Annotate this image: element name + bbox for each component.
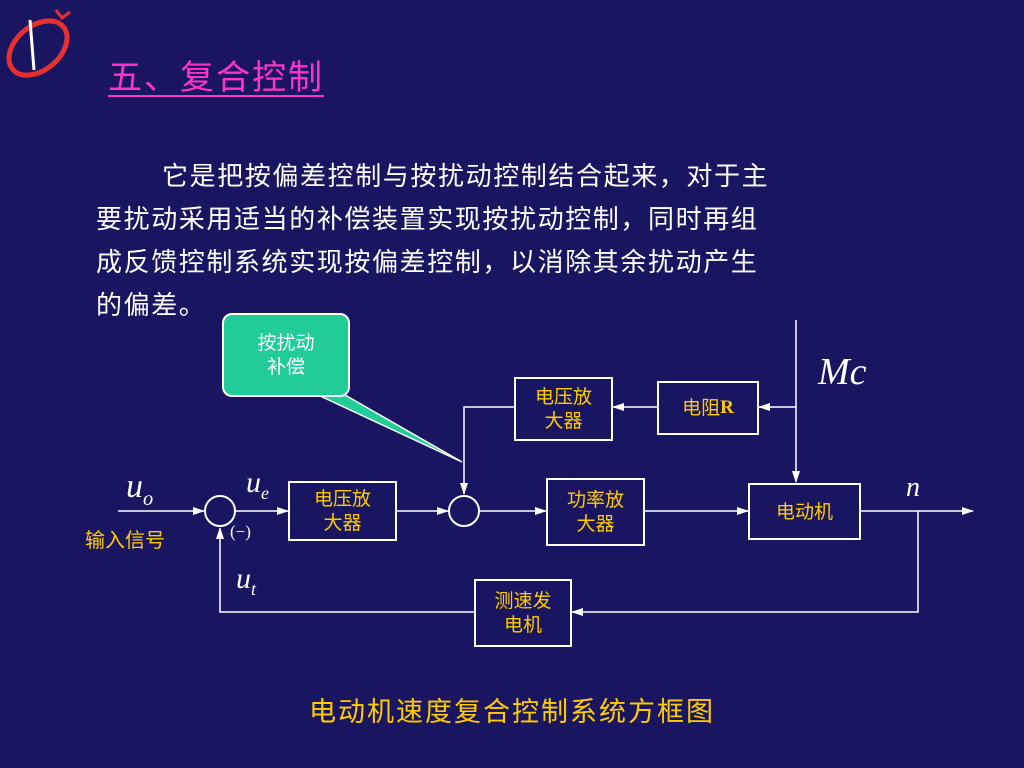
input-signal-symbol: uo (126, 468, 154, 510)
disturbance-symbol: Mc (818, 351, 867, 393)
paragraph-line-1: 它是把按偏差控制与按扰动控制结合起来，对于主 (162, 162, 770, 192)
feedforward-junction (448, 495, 480, 527)
paragraph-line-3: 成反馈控制系统实现按偏差控制，以消除其余扰动产生 (96, 248, 759, 278)
feedback-sign: (−) (230, 522, 251, 541)
motor-block: 电动机 (748, 483, 861, 540)
slide-title: 五、复合控制 (108, 58, 324, 98)
input-signal-label: 输入信号 (85, 528, 165, 552)
feedforward-line (460, 406, 514, 495)
error-signal-symbol: ue (246, 466, 269, 503)
output-to-tacho-line (571, 511, 919, 616)
paragraph-line-2: 要扰动采用适当的补偿装置实现按扰动控制，同时再组 (96, 205, 759, 235)
tachometer-block: 测速发 电机 (474, 579, 572, 647)
description-paragraph: 它是把按偏差控制与按扰动控制结合起来，对于主 要扰动采用适当的补偿装置实现按扰动… (96, 156, 926, 328)
feedforward-amplifier-block: 电压放 大器 (514, 377, 613, 441)
resistor-symbol: R (720, 397, 734, 418)
callout-pointer (317, 394, 463, 463)
resistor-label: 电阻 (682, 397, 721, 419)
feedback-signal-symbol: ut (236, 562, 257, 599)
output-symbol: n (906, 472, 920, 503)
forward-amplifier-block: 电压放 大器 (288, 481, 397, 541)
disturbance-compensation-callout: 按扰动 补偿 (222, 313, 350, 397)
power-amplifier-block: 功率放 大器 (546, 478, 645, 546)
tacho-to-junction-line (216, 527, 474, 613)
paragraph-line-4: 的偏差。 (96, 291, 207, 321)
diagram-caption: 电动机速度复合控制系统方框图 (309, 697, 715, 728)
logo-icon (6, 9, 71, 78)
